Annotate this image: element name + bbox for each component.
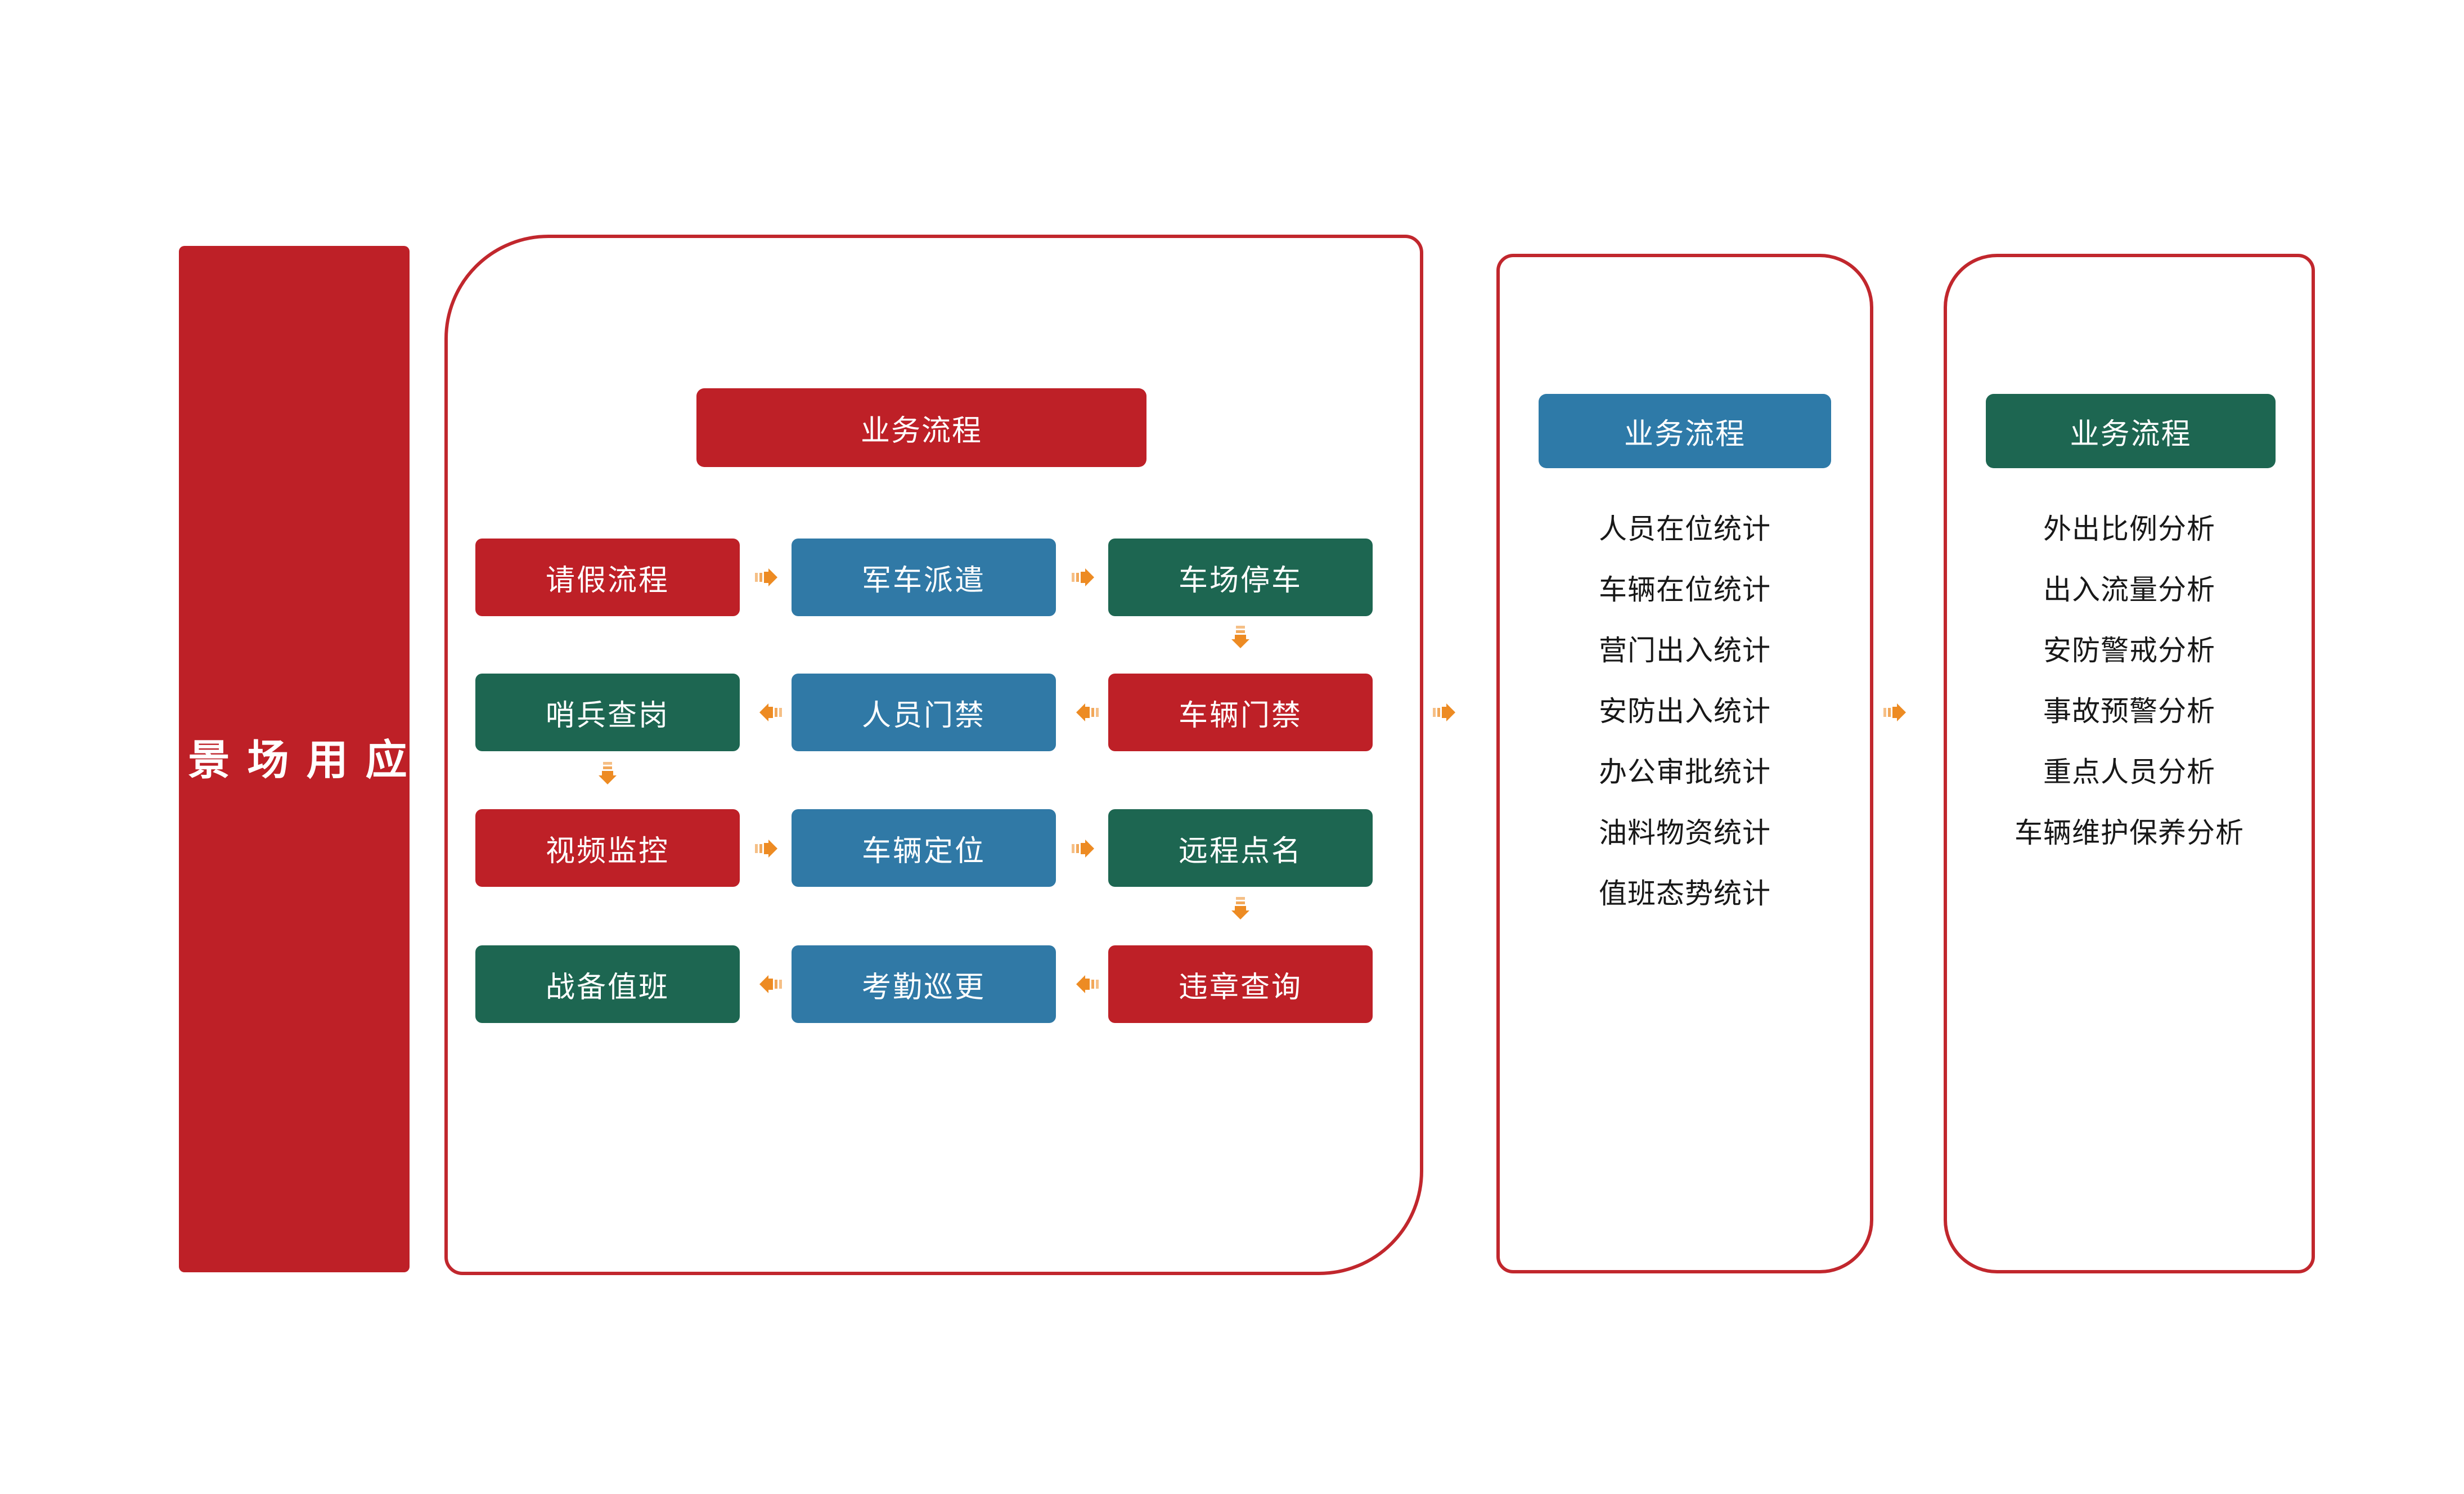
panel3-list: 外出比例分析 出入流量分析 安防警戒分析 事故预警分析 重点人员分析 车辆维护保…: [1944, 515, 2315, 880]
panel3-header: 业务流程: [1986, 394, 2276, 468]
banner-label: 应 用 场 景: [182, 738, 407, 780]
flow-cell-leave-process[interactable]: 请假流程: [475, 539, 740, 616]
arrow-right-icon: [752, 832, 785, 865]
arrow-left-icon: [1068, 967, 1102, 1001]
arrow-down-icon: [1224, 622, 1257, 656]
list-item[interactable]: 车辆维护保养分析: [2015, 817, 2244, 849]
arrow-down-icon: [1224, 894, 1257, 927]
list-item[interactable]: 安防出入统计: [1599, 696, 1771, 727]
arrow-left-icon: [1068, 696, 1102, 729]
arrow-right-icon: [1880, 696, 1914, 729]
flow-cell-personnel-access[interactable]: 人员门禁: [792, 674, 1056, 751]
arrow-right-icon: [1068, 560, 1102, 594]
flow-cell-attendance-patrol[interactable]: 考勤巡更: [792, 945, 1056, 1023]
flow-cell-vehicle-positioning[interactable]: 车辆定位: [792, 809, 1056, 887]
list-item[interactable]: 值班态势统计: [1599, 878, 1771, 909]
flow-cell-sentry-check[interactable]: 哨兵查岗: [475, 674, 740, 751]
list-item[interactable]: 重点人员分析: [2043, 756, 2215, 788]
panel2-header: 业务流程: [1539, 394, 1831, 468]
arrow-down-icon: [591, 759, 624, 792]
list-item[interactable]: 营门出入统计: [1599, 635, 1771, 666]
flow-cell-military-vehicle-dispatch[interactable]: 军车派遣: [792, 539, 1056, 616]
application-scenario-banner: 应 用 场 景: [179, 246, 410, 1272]
flow-cell-vehicle-access[interactable]: 车辆门禁: [1108, 674, 1373, 751]
list-item[interactable]: 安防警戒分析: [2043, 635, 2215, 666]
arrow-right-icon: [1429, 696, 1463, 729]
list-item[interactable]: 事故预警分析: [2043, 696, 2215, 727]
list-item[interactable]: 油料物资统计: [1599, 817, 1771, 849]
list-item[interactable]: 车辆在位统计: [1599, 574, 1771, 605]
flow-cell-combat-readiness-duty[interactable]: 战备值班: [475, 945, 740, 1023]
arrow-right-icon: [1068, 832, 1102, 865]
list-item[interactable]: 人员在位统计: [1599, 513, 1771, 545]
flow-cell-remote-rollcall[interactable]: 远程点名: [1108, 809, 1373, 887]
arrow-right-icon: [752, 560, 785, 594]
list-item[interactable]: 出入流量分析: [2043, 574, 2215, 605]
panel1-header: 业务流程: [696, 388, 1146, 467]
flow-cell-violation-query[interactable]: 违章查询: [1108, 945, 1373, 1023]
panel2-list: 人员在位统计 车辆在位统计 营门出入统计 安防出入统计 办公审批统计 油料物资统…: [1496, 515, 1873, 940]
list-item[interactable]: 外出比例分析: [2043, 513, 2215, 545]
arrow-left-icon: [752, 696, 785, 729]
arrow-left-icon: [752, 967, 785, 1001]
list-item[interactable]: 办公审批统计: [1599, 756, 1771, 788]
flow-cell-video-surveillance[interactable]: 视频监控: [475, 809, 740, 887]
flow-cell-parking-lot[interactable]: 车场停车: [1108, 539, 1373, 616]
